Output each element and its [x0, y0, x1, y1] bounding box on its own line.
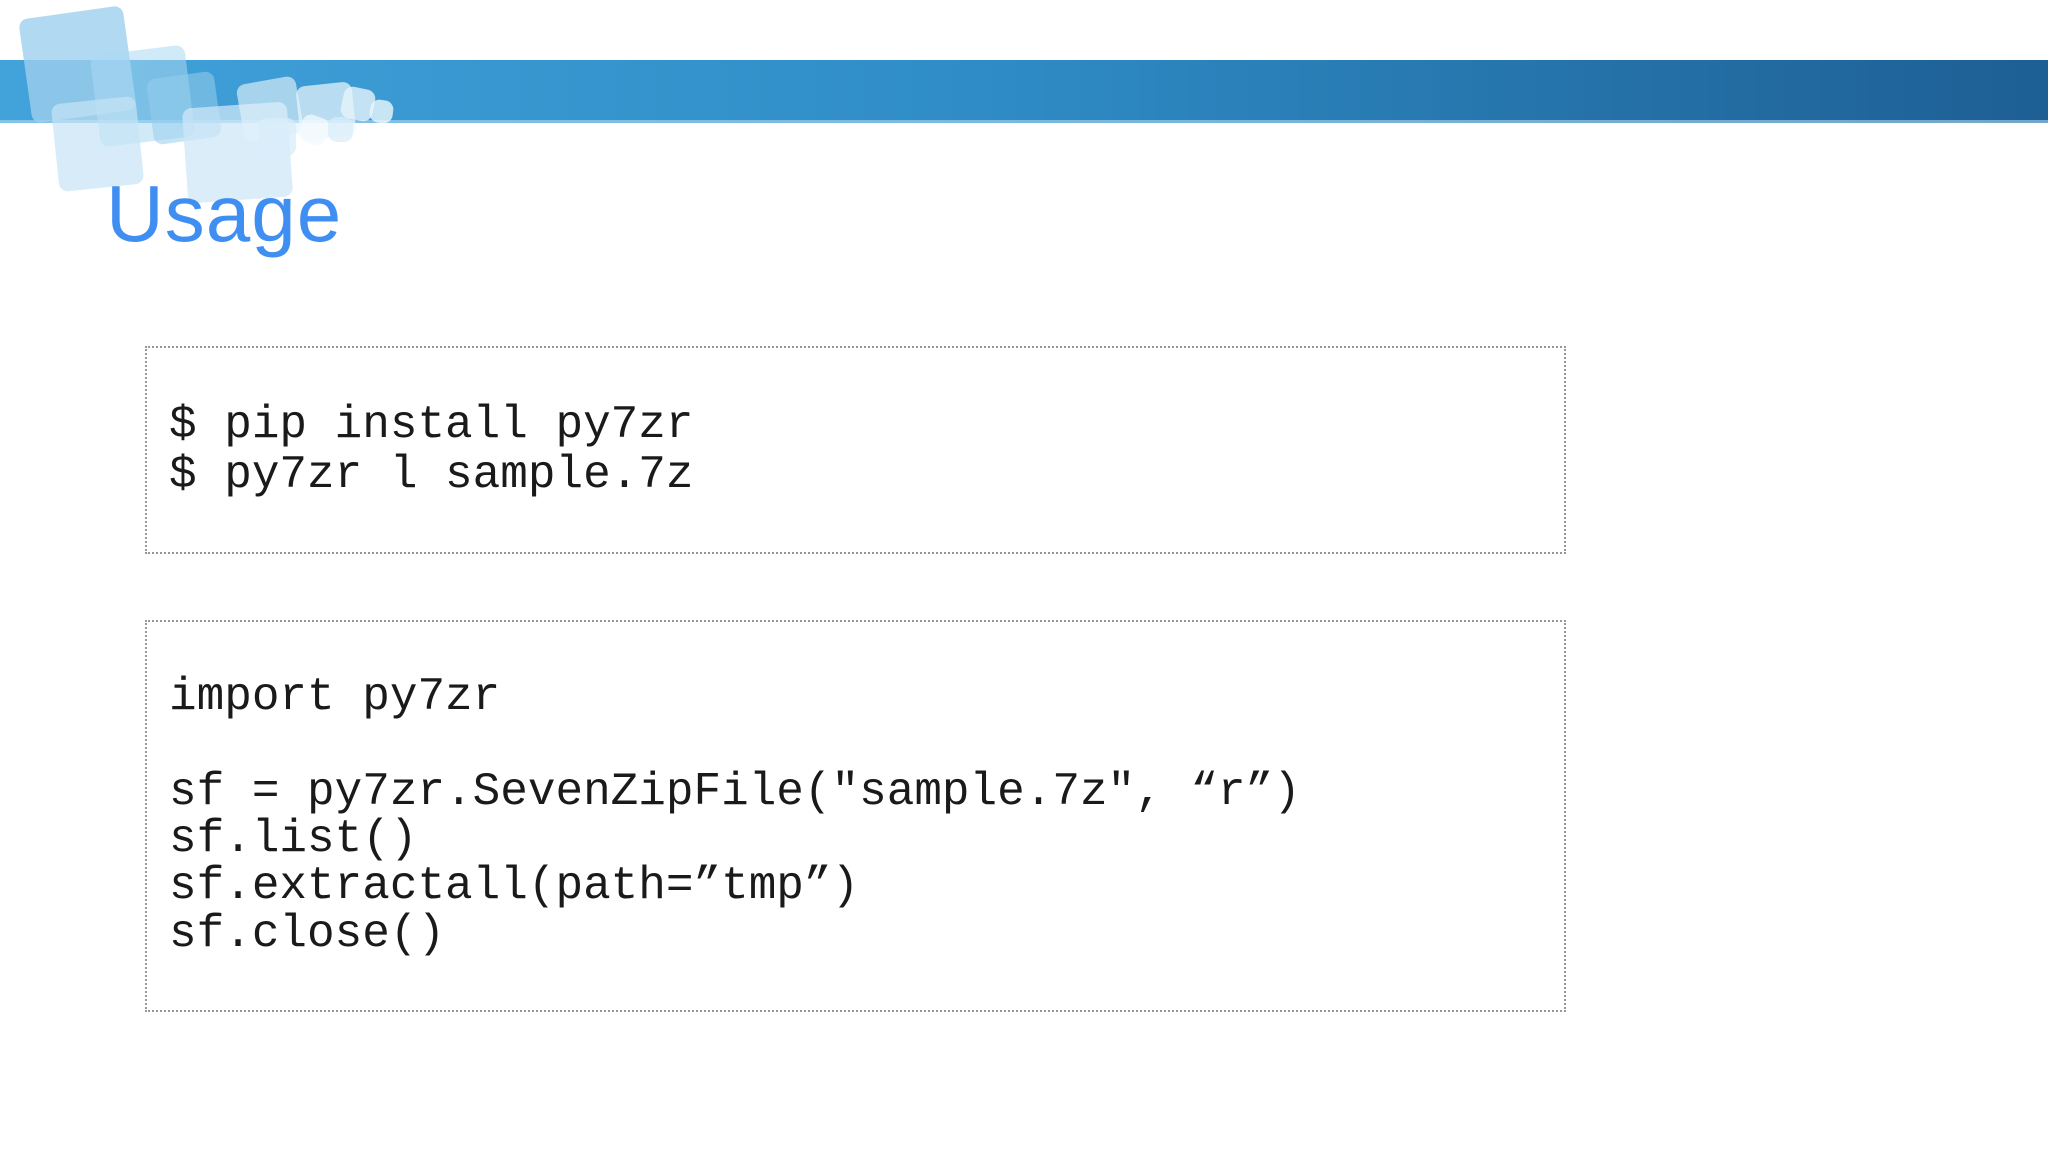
- code-line: [169, 721, 1564, 768]
- code-line: import py7zr: [169, 670, 501, 723]
- code-line: sf = py7zr.SevenZipFile("sample.7z", “r”…: [169, 765, 1301, 818]
- shell-code-box: $ pip install py7zr $ py7zr l sample.7z: [145, 346, 1566, 554]
- code-line: sf.close(): [169, 907, 446, 960]
- code-line: sf.extractall(path=”tmp”): [169, 860, 860, 913]
- decorative-square: [258, 118, 296, 156]
- code-line: $ py7zr l sample.7z: [169, 449, 694, 501]
- code-line: $ pip install py7zr: [169, 399, 694, 451]
- decorative-square: [328, 117, 353, 142]
- page-title: Usage: [106, 169, 343, 258]
- code-line: sf.list(): [169, 813, 418, 865]
- python-code-box: import py7zr sf = py7zr.SevenZipFile("sa…: [145, 620, 1566, 1012]
